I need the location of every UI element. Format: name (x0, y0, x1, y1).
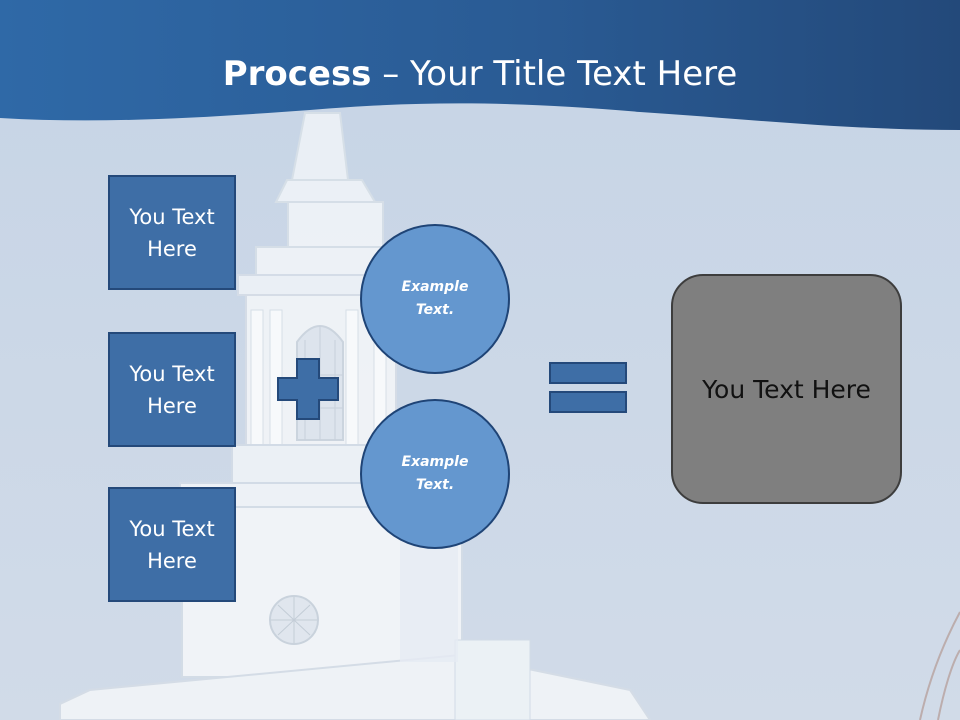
plus-icon[interactable] (276, 357, 340, 421)
left-text-box-3[interactable]: You Text Here (108, 487, 236, 602)
left-text-box-1[interactable]: You Text Here (108, 175, 236, 290)
result-text-label: You Text Here (702, 374, 871, 404)
left-text-box-3-label: You Text Here (129, 516, 215, 573)
left-text-box-2[interactable]: You Text Here (108, 332, 236, 447)
example-circle-1-label: Example Text. (401, 279, 469, 318)
equals-icon[interactable] (548, 361, 630, 415)
example-circle-2[interactable]: Example Text. (360, 399, 510, 549)
title-bold-text: Process (222, 54, 372, 94)
left-text-box-2-label: You Text Here (129, 361, 215, 418)
result-text-box[interactable]: You Text Here (671, 274, 902, 504)
title-rest-text: – Your Title Text Here (371, 54, 738, 94)
example-circle-2-label: Example Text. (401, 454, 469, 493)
slide-title: Process – Your Title Text Here (0, 52, 960, 96)
example-circle-1[interactable]: Example Text. (360, 224, 510, 374)
left-text-box-1-label: You Text Here (129, 204, 215, 261)
title-banner (0, 0, 960, 130)
